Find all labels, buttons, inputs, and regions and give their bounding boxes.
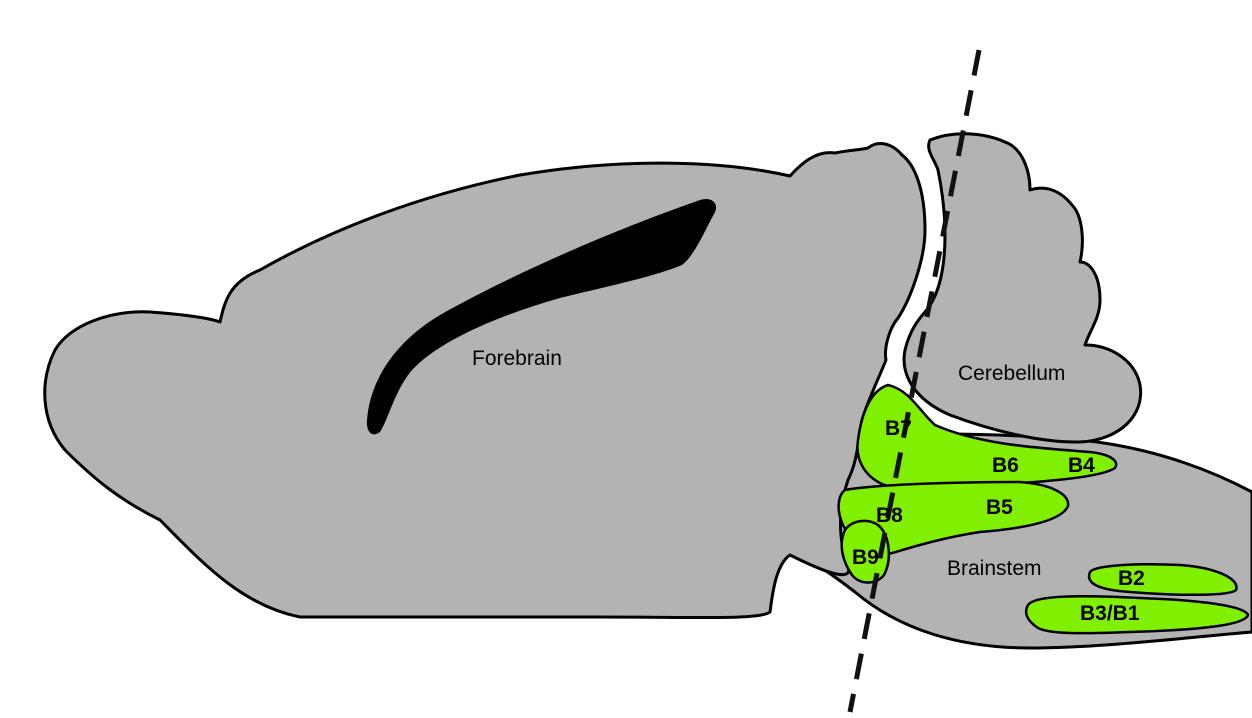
b3-b1-label: B3/B1 (1080, 602, 1140, 625)
section-cut-line (847, 49, 982, 713)
forebrain-region (43, 142, 927, 620)
forebrain-label: Forebrain (472, 347, 562, 370)
nucleus-b9 (840, 519, 891, 584)
b6-label: B6 (992, 454, 1019, 477)
b4-label: B4 (1068, 454, 1095, 477)
cerebellum-label: Cerebellum (958, 362, 1065, 385)
brainstem-label: Brainstem (947, 557, 1042, 580)
b8-label: B8 (876, 504, 903, 527)
b2-label: B2 (1118, 567, 1145, 590)
nucleus-b3-b1 (1024, 595, 1250, 635)
b7-label: B7 (885, 417, 912, 440)
cerebellum-region (902, 132, 1143, 444)
b9-label: B9 (852, 546, 879, 569)
nucleus-b2 (1087, 563, 1238, 597)
b5-label: B5 (986, 496, 1013, 519)
lateral-ventricle (366, 198, 717, 435)
